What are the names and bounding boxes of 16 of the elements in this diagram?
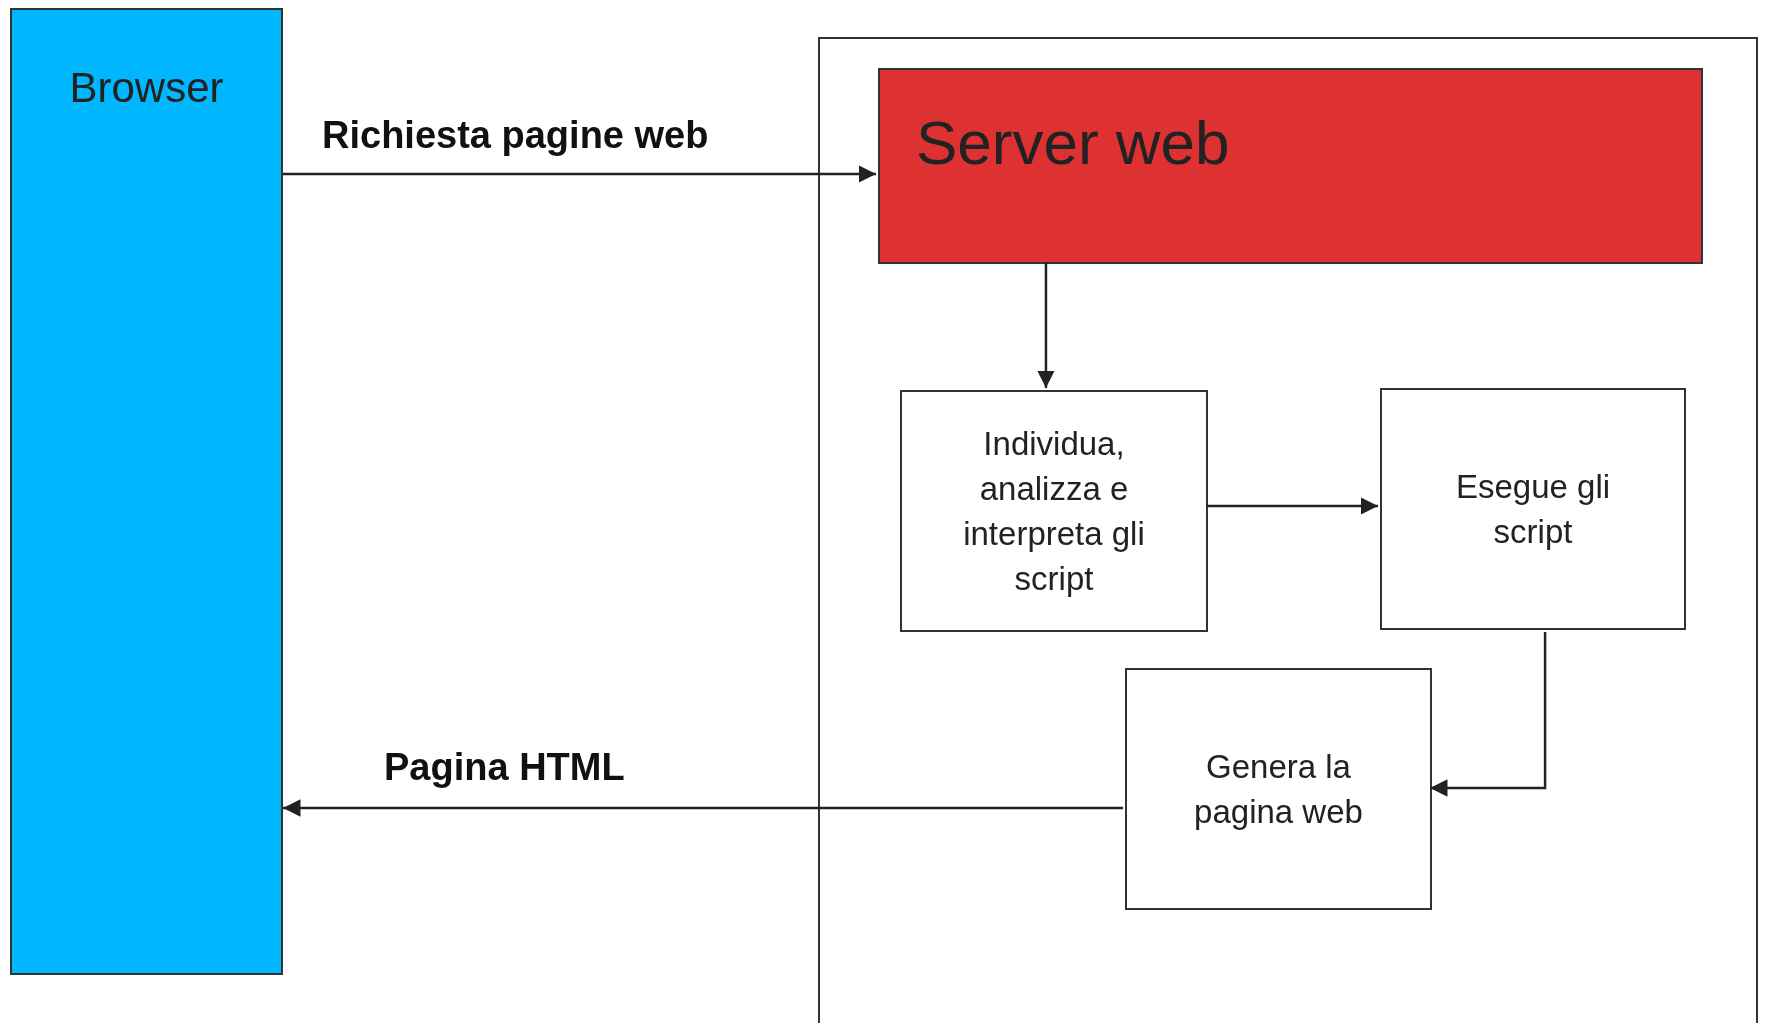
- arrow: [283, 799, 1123, 817]
- process-box: [900, 390, 1208, 632]
- arrow: [1430, 632, 1547, 797]
- arrow: [283, 165, 876, 183]
- arrow: [1206, 497, 1378, 515]
- process-box: [1380, 388, 1686, 630]
- process-box: [1125, 668, 1432, 910]
- server-container: [818, 37, 1758, 1023]
- node-label: Individua, analizza e interpreta gli script: [962, 424, 1146, 599]
- arrow: [1037, 262, 1055, 388]
- client-panel: [10, 8, 283, 975]
- server-header-box: [878, 68, 1703, 264]
- node-label: Browser: [69, 63, 224, 113]
- node-label: Esegue gli script: [1454, 467, 1612, 552]
- node-label: Genera la pagina web: [1193, 747, 1364, 832]
- node-label: Server web: [916, 107, 1230, 179]
